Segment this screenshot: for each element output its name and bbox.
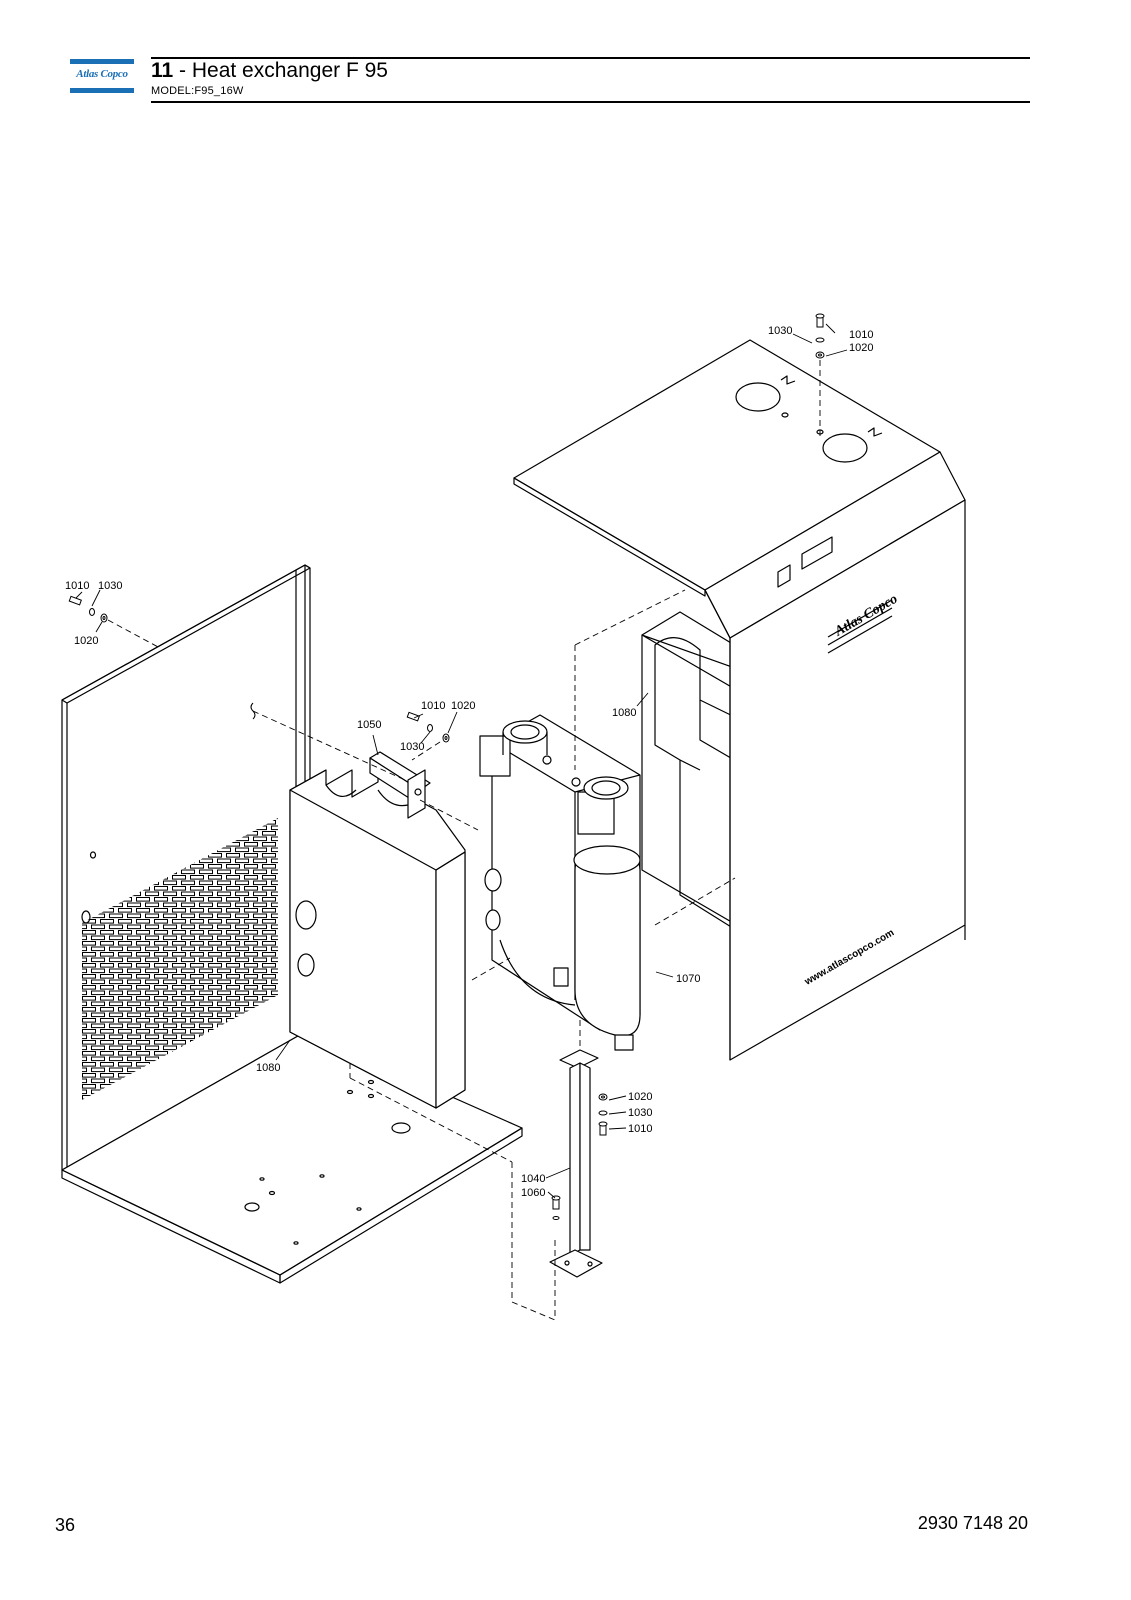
callout-top-1020: 1020 <box>849 342 873 354</box>
heat-exchanger-1070 <box>479 714 641 1051</box>
callout-hx-1070: 1070 <box>676 973 700 985</box>
callout-post-1020: 1020 <box>628 1091 652 1103</box>
callout-left-1030: 1030 <box>98 580 122 592</box>
callout-left-1010: 1010 <box>65 580 89 592</box>
callout-top-1030: 1030 <box>768 325 792 337</box>
page-header: Atlas Copco 11 - Heat exchanger F 95 MOD… <box>70 55 1030 105</box>
page-title: 11 - Heat exchanger F 95 <box>151 59 388 83</box>
callout-mid-1010: 1010 <box>421 700 445 712</box>
page-number: 36 <box>55 1515 76 1535</box>
fasteners-top <box>815 313 825 359</box>
ventilation-grille <box>82 818 278 1100</box>
atlas-copco-logo: Atlas Copco <box>70 59 134 93</box>
callout-post-1010: 1010 <box>628 1123 652 1135</box>
section-title: - Heat exchanger F 95 <box>173 59 388 82</box>
callout-post-1040: 1040 <box>521 1173 545 1185</box>
callout-front-1080: 1080 <box>256 1062 280 1074</box>
header-rule-top <box>151 57 1030 59</box>
callout-mid-1050: 1050 <box>357 719 381 731</box>
callout-left-1020: 1020 <box>74 635 98 647</box>
callout-leader-lines <box>75 323 848 1199</box>
callout-top-1010: 1010 <box>849 329 873 341</box>
top-cover-cabinet <box>513 339 966 1061</box>
callout-mid-1030: 1030 <box>400 741 424 753</box>
section-number: 11 <box>151 59 174 82</box>
header-rule-bottom <box>151 101 1030 103</box>
support-post-1040 <box>549 1049 603 1278</box>
fasteners-left <box>68 595 108 623</box>
document-number: 2930 7148 20 <box>917 1513 1028 1533</box>
callout-post-1060: 1060 <box>521 1187 545 1199</box>
fasteners-middle <box>250 702 450 743</box>
callout-labels: 1030 1010 1020 1010 1030 1020 1050 1010 … <box>65 325 873 1199</box>
assembly-dashed-lines <box>107 360 821 1321</box>
callout-mid-1020: 1020 <box>451 700 475 712</box>
callout-post-1030: 1030 <box>628 1107 652 1119</box>
model-label: MODEL:F95_16W <box>151 85 244 97</box>
callout-right-1080: 1080 <box>612 707 636 719</box>
